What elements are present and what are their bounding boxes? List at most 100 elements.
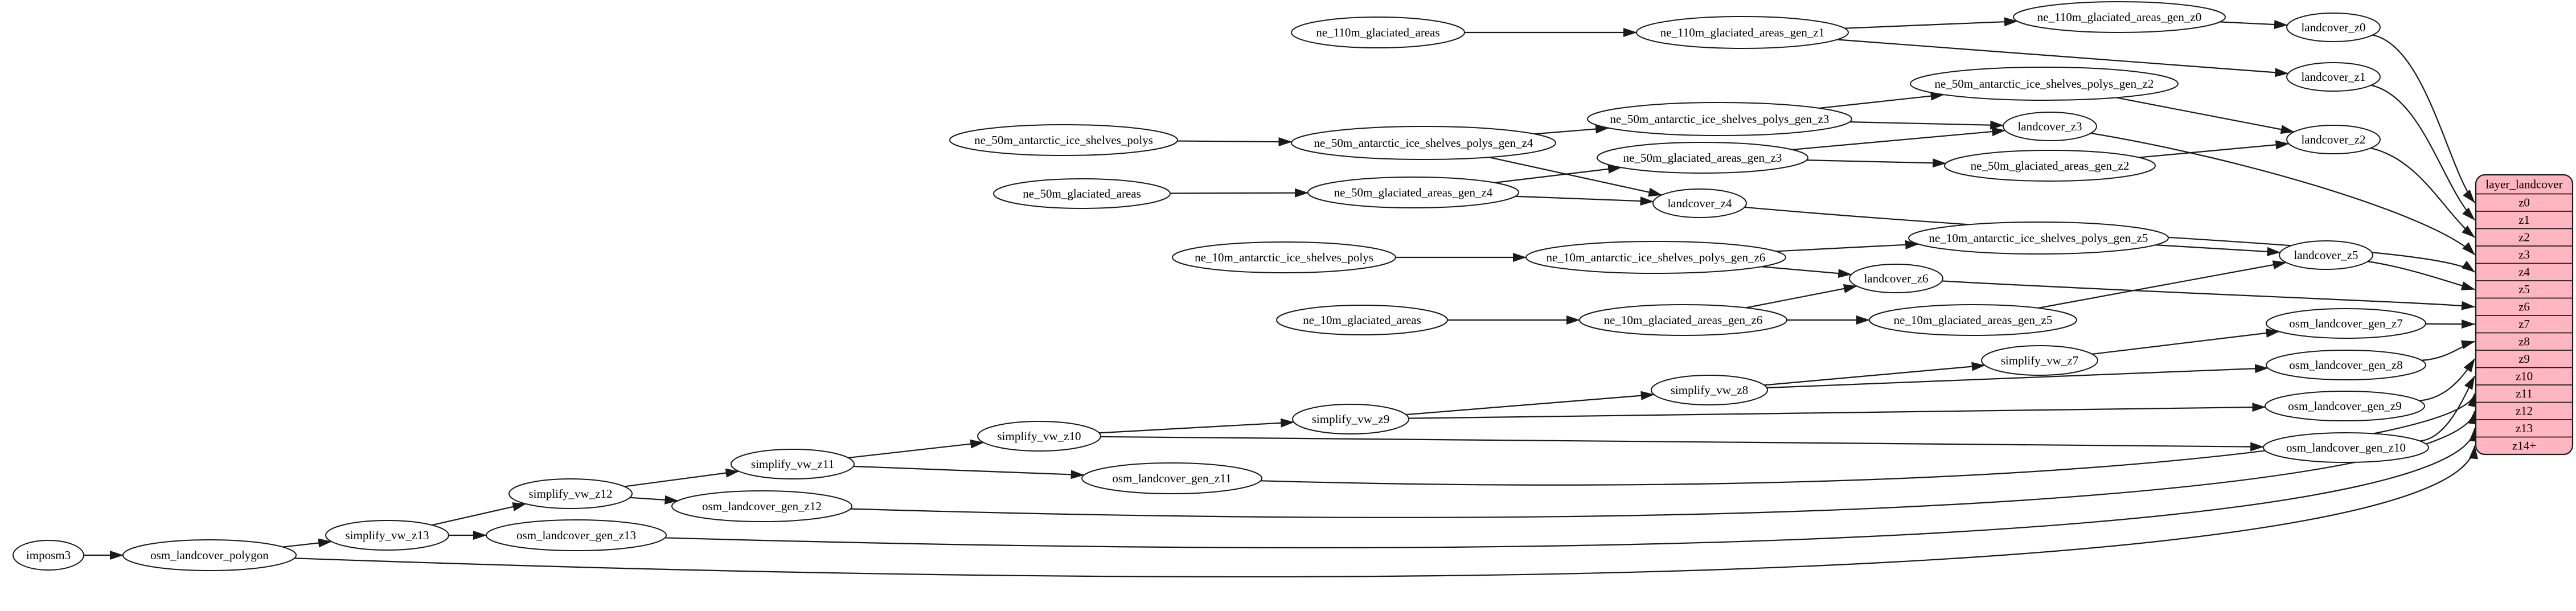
edge-ne_50m_antarctic_ice_shelves_polys_gen_z4-to-landcover_z4 — [1488, 157, 1663, 197]
node-osm_landcover_gen_z7: osm_landcover_gen_z7 — [2266, 308, 2426, 339]
edge-path — [630, 495, 679, 505]
node-ellipse — [1849, 264, 1943, 293]
node-ellipse — [1651, 375, 1768, 405]
edge-ne_10m_antarctic_ice_shelves_polys_gen_z6-to-ne_10m_antarctic_ice_shelves_polys_gen_z5 — [1775, 240, 1919, 252]
node-label: simplify_vw_z13 — [346, 528, 429, 542]
edge-path — [1844, 17, 2018, 29]
edge-ne_50m_glaciated_areas-to-ne_50m_glaciated_areas_gen_z4 — [1170, 188, 1309, 198]
edge-path — [1406, 391, 1655, 416]
node-label: ne_110m_glaciated_areas_gen_z1 — [1660, 26, 1824, 39]
node-label: landcover_z1 — [2301, 70, 2365, 84]
edge-landcover_z5-to-layer-row-6 — [2368, 261, 2475, 290]
table-row-zoom-z7: z7 — [2518, 317, 2530, 331]
node-ellipse — [2286, 62, 2381, 92]
edge-simplify_vw_z8-to-simplify_vw_z7 — [1764, 362, 1986, 386]
edge-path — [1837, 39, 2289, 77]
node-landcover_z3: landcover_z3 — [2003, 112, 2097, 141]
node-ellipse — [1081, 462, 1262, 494]
edge-path — [2155, 244, 2281, 256]
edge-path — [2372, 34, 2475, 203]
node-label: osm_landcover_polygon — [150, 548, 269, 562]
edge-ne_50m_glaciated_areas_gen_z4-to-ne_50m_glaciated_areas_gen_z3 — [1494, 164, 1622, 183]
node-label: osm_landcover_gen_z9 — [2288, 399, 2401, 413]
node-ellipse — [1291, 17, 1465, 48]
node-ellipse — [1869, 304, 2077, 336]
edge-path — [1942, 280, 2475, 310]
edge-path — [2090, 132, 2475, 256]
node-ellipse — [2013, 1, 2226, 33]
node-osm_landcover_gen_z9: osm_landcover_gen_z9 — [2265, 391, 2425, 421]
node-ellipse — [671, 490, 852, 522]
node-ellipse — [2263, 432, 2429, 463]
node-label: ne_50m_antarctic_ice_shelves_polys — [974, 133, 1153, 147]
edge-path — [2116, 97, 2295, 134]
edge-path — [1744, 206, 2475, 273]
table-row-zoom-z14+: z14+ — [2512, 439, 2536, 453]
edge-ne_50m_antarctic_ice_shelves_polys-to-ne_50m_antarctic_ice_shelves_polys_gen_z4 — [1177, 137, 1293, 146]
table-row-zoom-z0: z0 — [2518, 196, 2530, 210]
node-label: simplify_vw_z9 — [1312, 412, 1390, 426]
edge-osm_landcover_gen_z12-to-layer-row-13 — [850, 410, 2477, 518]
node-label: ne_110m_glaciated_areas_gen_z0 — [2037, 10, 2201, 24]
edge-ne_50m_glaciated_areas_gen_z4-to-landcover_z4 — [1515, 195, 1654, 206]
edge-osm_landcover_gen_z8-to-layer-row-9 — [2421, 340, 2475, 361]
node-label: ne_50m_glaciated_areas_gen_z4 — [1334, 186, 1493, 199]
node-label: landcover_z5 — [2294, 248, 2358, 262]
node-ellipse — [2265, 391, 2425, 421]
edge-simplify_vw_z9-to-simplify_vw_z8 — [1406, 391, 1655, 416]
node-label: osm_landcover_gen_z13 — [516, 528, 636, 542]
node-label: ne_50m_glaciated_areas — [1023, 187, 1141, 200]
node-ellipse — [731, 449, 855, 479]
edge-simplify_vw_z8-to-osm_landcover_gen_z8 — [1766, 364, 2269, 389]
node-label: ne_50m_antarctic_ice_shelves_polys_gen_z… — [1935, 77, 2154, 91]
edge-ne_10m_antarctic_ice_shelves_polys_gen_z6-to-landcover_z6 — [1761, 266, 1852, 278]
edge-landcover_z6-to-layer-row-7 — [1942, 280, 2475, 310]
edge-path — [1775, 240, 1919, 252]
node-ellipse — [1307, 177, 1519, 208]
node-ellipse — [1908, 222, 2169, 255]
edge-path — [1761, 266, 1852, 278]
node-ellipse — [949, 124, 1178, 156]
table-row-zoom-z1: z1 — [2518, 213, 2530, 227]
node-ne_50m_antarctic_ice_shelves_polys_gen_z4: ne_50m_antarctic_ice_shelves_polys_gen_z… — [1291, 126, 1556, 160]
node-ellipse — [2279, 240, 2373, 270]
node-ellipse — [1597, 142, 1808, 174]
node-ellipse — [2266, 308, 2426, 339]
node-ellipse — [2286, 13, 2381, 42]
edge-path — [1819, 91, 1945, 109]
node-label: landcover_z2 — [2301, 133, 2365, 146]
edge-path — [1099, 418, 1295, 434]
edge-path — [282, 538, 333, 548]
node-landcover_z4: landcover_z4 — [1652, 188, 1747, 218]
edge-path — [1792, 127, 2006, 150]
node-simplify_vw_z10: simplify_vw_z10 — [977, 421, 1101, 452]
node-simplify_vw_z13: simplify_vw_z13 — [325, 520, 449, 551]
table-row-zoom-z8: z8 — [2518, 335, 2530, 348]
table-row-zoom-z11: z11 — [2516, 387, 2533, 400]
edge-path — [1515, 195, 1654, 206]
table-row-zoom-z3: z3 — [2518, 248, 2530, 261]
table-row-zoom-z6: z6 — [2518, 300, 2530, 314]
edge-path — [1177, 137, 1293, 146]
edge-path — [1806, 158, 1947, 168]
node-label: ne_10m_glaciated_areas_gen_z5 — [1894, 313, 2053, 327]
edge-path — [2092, 328, 2280, 355]
node-label: osm_landcover_gen_z11 — [1112, 471, 1231, 485]
edge-ne_50m_antarctic_ice_shelves_polys_gen_z3-to-landcover_z3 — [1849, 120, 2004, 130]
edge-path — [2370, 84, 2475, 221]
edge-ne_110m_glaciated_areas_gen_z1-to-ne_110m_glaciated_areas_gen_z0 — [1844, 17, 2018, 29]
edge-path — [1408, 403, 2266, 419]
edge-path — [1745, 284, 1857, 309]
node-label: osm_landcover_gen_z8 — [2289, 358, 2402, 372]
node-label: landcover_z4 — [1667, 196, 1732, 210]
edge-ne_10m_glaciated_areas_gen_z6-to-landcover_z6 — [1745, 284, 1857, 309]
edge-path — [1170, 188, 1309, 198]
edge-osm_landcover_gen_z11-to-layer-row-12 — [1260, 393, 2477, 486]
edge-path — [853, 465, 1085, 479]
edge-simplify_vw_z12-to-simplify_vw_z11 — [624, 468, 740, 487]
node-ne_110m_glaciated_areas_gen_z0: ne_110m_glaciated_areas_gen_z0 — [2013, 1, 2226, 33]
table-row-zoom-z4: z4 — [2518, 265, 2530, 279]
node-ellipse — [1292, 404, 1409, 434]
